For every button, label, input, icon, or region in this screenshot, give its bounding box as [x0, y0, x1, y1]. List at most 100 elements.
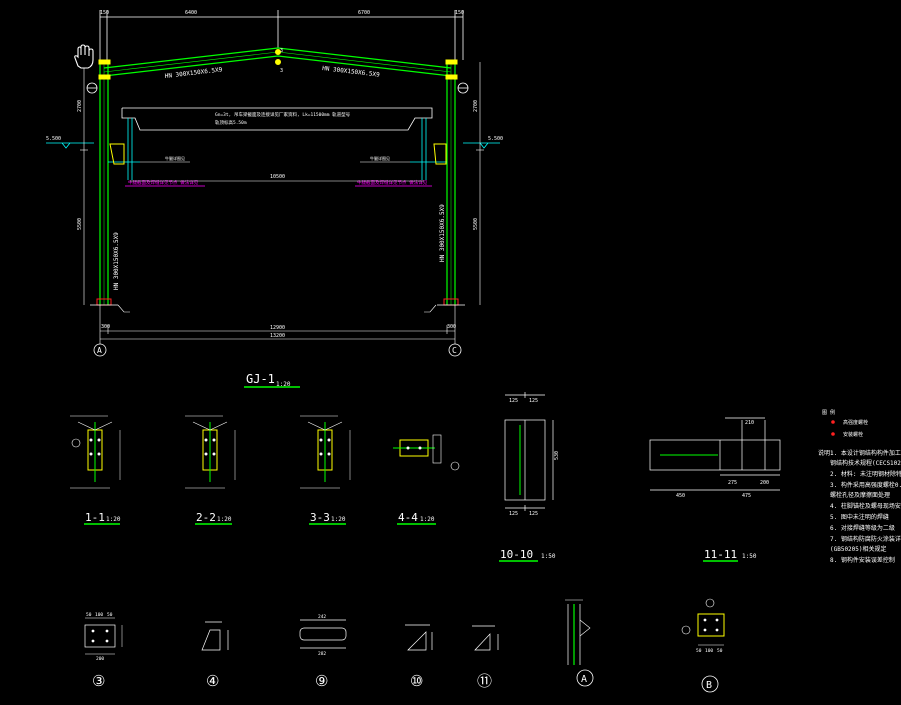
detail-10 [405, 624, 433, 651]
note-8: 6. 对接焊缝等级为二级 [830, 524, 895, 532]
section-4-4 [393, 434, 460, 471]
detail-a-label: A [581, 674, 587, 685]
crane-note: Gn=3t, 吊车梁截面及连接详见厂家资料, Lk=11500mm 轨道型号 [215, 111, 351, 118]
detail-3-label: ③ [92, 672, 105, 690]
sec10-dim-3: 530 [554, 451, 560, 460]
note-3: 2. 材料: 未注明钢材除特别注明 [830, 470, 901, 478]
notes-heading: 说明: [818, 449, 834, 457]
det9-dim-1: 242 [318, 614, 326, 620]
detail-a [565, 599, 594, 687]
section-10-10-scale: 1:50 [541, 553, 556, 560]
notes-block: 图 例 高强度螺栓 安装螺栓 说明: 1. 本设计钢结构构件加工制作详见(GB … [818, 409, 901, 564]
section-3-3-label: 3-3 [310, 511, 330, 524]
right-height-upper: 2700 [473, 100, 479, 112]
pink-note-left: 牛腿截面及焊缝详见节点 做法详见 [128, 179, 199, 186]
base-left: 300 [101, 324, 110, 330]
section-2-2-label: 2-2 [196, 511, 216, 524]
sec11-dim-3: 275 [728, 480, 737, 486]
legend-2: 安装螺栓 [843, 431, 863, 438]
section-4-4-scale: 1:20 [420, 516, 435, 523]
span-total: 13200 [270, 333, 285, 339]
top-dim-4: 150 [455, 10, 464, 16]
detail-9 [299, 619, 347, 649]
section-1-1-label: 1-1 [85, 511, 105, 524]
detail-11-label: ⑪ [477, 672, 492, 690]
joints [98, 49, 458, 80]
crane-brackets [108, 118, 447, 180]
note-9: 7. 钢结构防腐防火涂装详见 [830, 535, 901, 543]
section-1-1-scale: 1:20 [106, 516, 121, 523]
column-markers [86, 82, 469, 94]
sec10-dim-4: 125 [509, 511, 518, 517]
bracket-yellow-left [109, 143, 447, 165]
sec11-dim-1: 210 [745, 420, 754, 426]
rafters [103, 47, 452, 77]
sec10-dim-1: 125 [509, 398, 518, 404]
bottom-dimension-chain [99, 305, 456, 344]
sec10-dim-2: 125 [529, 398, 538, 404]
crane-beam [121, 107, 433, 131]
note-4: 3. 构件采用高强度螺栓0.9级 [830, 481, 901, 489]
detb-dim-3: 50 [717, 648, 723, 654]
detail-4-label: ④ [206, 672, 219, 690]
section-2-2 [185, 415, 236, 489]
section-3-3-scale: 1:20 [331, 516, 346, 523]
base-right: 300 [447, 324, 456, 330]
portal-frame-elevation: 150 6400 6700 150 HN 300X150X6.5X9 HN 30… [46, 10, 503, 388]
sec10-dim-5: 125 [529, 511, 538, 517]
crane-note-2: 轨顶标高5.50m [215, 119, 247, 126]
section-11-11-scale: 1:50 [742, 553, 757, 560]
detail-3 [84, 617, 123, 655]
detail-b-label: B [706, 680, 712, 691]
section-2-2-scale: 1:20 [217, 516, 232, 523]
elevation-marks [46, 142, 500, 149]
det3-dim-2: 100 [95, 612, 103, 618]
section-10-10-label: 10-10 [500, 548, 533, 561]
elev-left: 5.500 [46, 136, 61, 142]
section-11-11: 210 450 275 200 475 11-11 1:50 [649, 417, 781, 562]
pink-note-right: 牛腿截面及焊缝详见节点 做法详见 [357, 179, 428, 186]
bottom-details-row: 50 100 50 200 ③ ④ 242 282 ⑨ ⑩ [84, 598, 725, 693]
columns [99, 62, 456, 305]
span-main: 12900 [270, 325, 285, 331]
detail-10-label: ⑩ [410, 672, 423, 690]
detail-9-label: ⑨ [315, 672, 328, 690]
column-bases [90, 298, 465, 313]
section-11-11-label: 11-11 [704, 548, 737, 561]
left-height-upper: 2700 [77, 100, 83, 112]
note-5: 螺栓孔径及摩擦面处理 [830, 491, 890, 499]
side-dimensions [80, 62, 484, 305]
axis-right: C [452, 346, 457, 355]
detail-b [681, 598, 725, 693]
note-6: 4. 柱脚锚栓及螺母现场安装 [830, 502, 901, 510]
top-dim-3: 6700 [358, 10, 370, 16]
apex-mark: 3 [280, 48, 283, 54]
note-7: 5. 图中未注明的焊缝 [830, 513, 889, 521]
axis-bubbles [93, 343, 462, 357]
det9-dim-2: 282 [318, 651, 326, 657]
section-details-row: 1-1 1:20 2-2 1:20 3-3 1:20 [70, 415, 460, 525]
detail-11 [472, 625, 499, 651]
section-1-1 [70, 415, 121, 489]
note-1: 1. 本设计钢结构构件加工制作详见(GB [830, 449, 901, 457]
right-height-lower: 5500 [473, 218, 479, 230]
top-dim-2: 6400 [185, 10, 197, 16]
apex-mark-2: 3 [280, 68, 283, 74]
legend-heading: 图 例 [822, 409, 835, 416]
frame-scale: 1:20 [276, 381, 291, 388]
axis-left: A [97, 346, 102, 355]
det3-dim-1: 50 [86, 612, 92, 618]
note-11: 8. 钢构件安装误差控制 [830, 556, 895, 564]
left-height-lower: 5500 [77, 218, 83, 230]
sec11-dim-5: 475 [742, 493, 751, 499]
elev-right: 5.500 [488, 136, 503, 142]
top-dimension-chain [99, 10, 464, 60]
detb-dim-2: 100 [705, 648, 713, 654]
sec11-dim-4: 200 [760, 480, 769, 486]
column-right-label: HN 300X150X6.5X9 [439, 204, 446, 262]
bracket-note-right: 牛腿详图见 [370, 155, 390, 161]
top-dim-1: 150 [100, 10, 109, 16]
column-left-label: HN 300X150X6.5X9 [113, 232, 120, 290]
section-4-4-label: 4-4 [398, 511, 418, 524]
